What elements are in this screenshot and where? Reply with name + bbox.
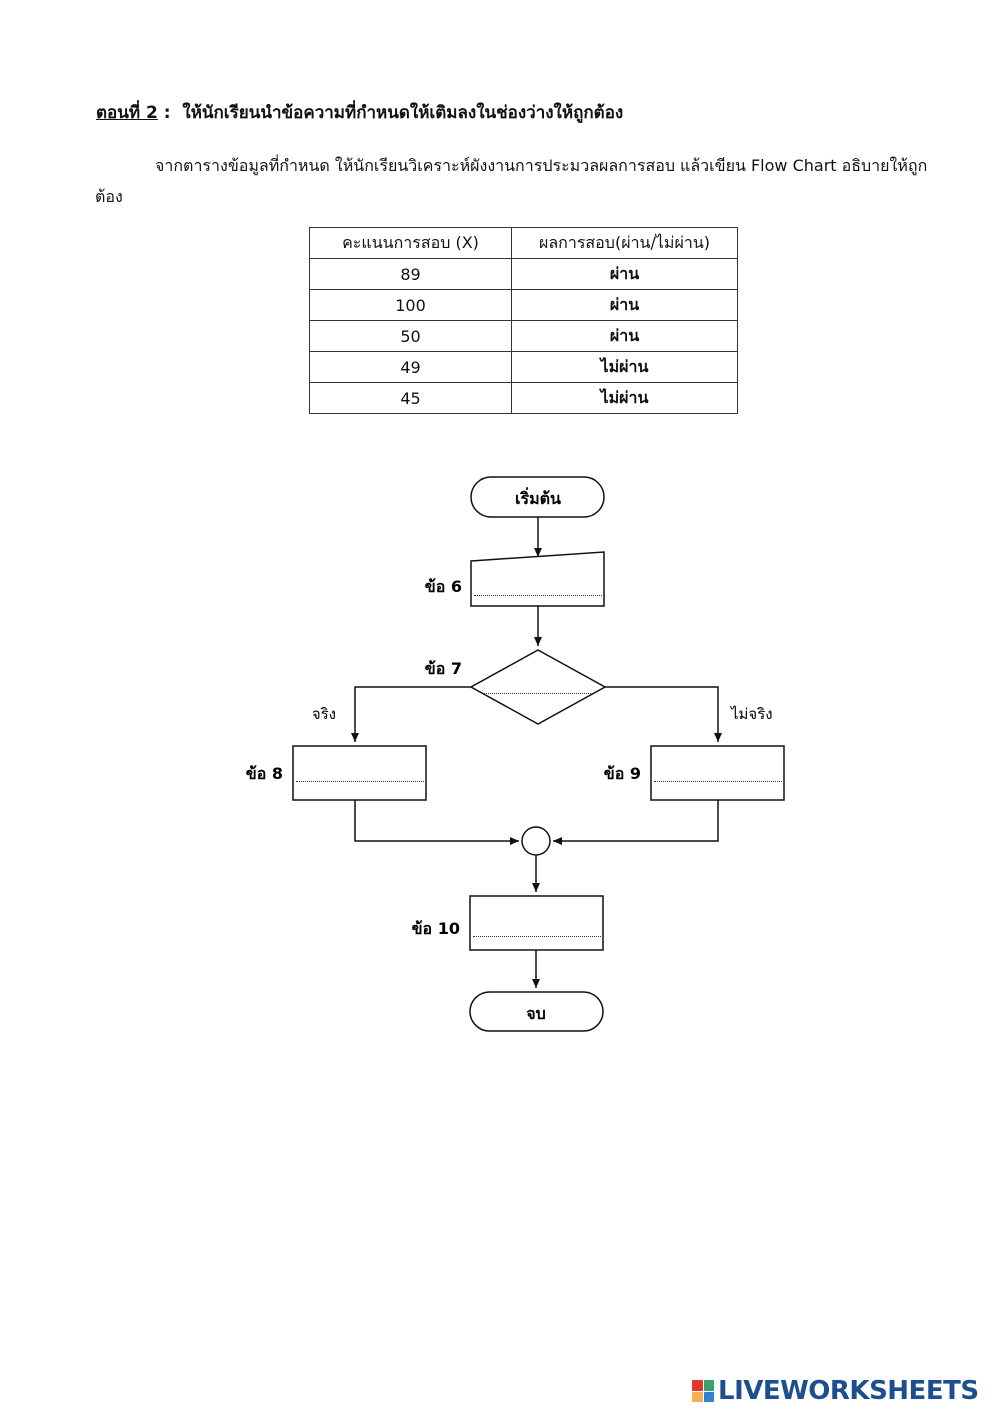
table-row: 45 ไม่ผ่าน xyxy=(309,382,738,414)
arrow-q9-to-merge xyxy=(553,800,719,845)
result-cell: ผ่าน xyxy=(511,320,738,352)
q7-answer-input[interactable] xyxy=(483,676,593,694)
table-row: 50 ผ่าน xyxy=(309,320,738,352)
q6-answer-input[interactable] xyxy=(474,578,602,596)
arrow-true-branch xyxy=(351,686,471,742)
part-label: ตอนที่ 2 xyxy=(96,103,158,123)
instruction-text: จากตารางข้อมูลที่กำหนด ให้นักเรียนวิเครา… xyxy=(95,156,928,206)
score-table: คะแนนการสอบ (X) ผลการสอบ(ผ่าน/ไม่ผ่าน) 8… xyxy=(309,227,738,414)
score-cell: 49 xyxy=(309,351,512,383)
end-terminator xyxy=(469,991,604,1032)
score-cell: 100 xyxy=(309,289,512,321)
q8-label: ข้อ 8 xyxy=(246,764,283,783)
q6-label: ข้อ 6 xyxy=(425,577,462,596)
section-heading: ตอนที่ 2 : ให้นักเรียนนำข้อความที่กำหนดใ… xyxy=(96,99,623,126)
score-cell: 89 xyxy=(309,258,512,290)
table-row: 49 ไม่ผ่าน xyxy=(309,351,738,383)
start-label: เริ่มต้น xyxy=(515,487,561,508)
logo-mark-icon xyxy=(692,1380,714,1402)
heading-separator: : xyxy=(157,103,183,123)
score-column-header: คะแนนการสอบ (X) xyxy=(309,227,512,259)
table-row: 89 ผ่าน xyxy=(309,258,738,290)
arrow-q8-to-merge xyxy=(354,800,519,845)
score-cell: 45 xyxy=(309,382,512,414)
score-cell: 50 xyxy=(309,320,512,352)
q10-label: ข้อ 10 xyxy=(412,919,460,938)
result-cell: ไม่ผ่าน xyxy=(511,382,738,414)
q9-label: ข้อ 9 xyxy=(604,764,641,783)
q8-answer-input[interactable] xyxy=(296,764,424,782)
end-label: จบ xyxy=(526,1004,546,1023)
result-cell: ผ่าน xyxy=(511,258,738,290)
instruction-title: ให้นักเรียนนำข้อความที่กำหนดให้เติมลงในช… xyxy=(182,103,624,123)
false-label: ไม่จริง xyxy=(730,705,773,723)
arrow-false-branch xyxy=(605,686,722,742)
liveworksheets-logo: LIVEWORKSHEETS xyxy=(692,1376,979,1406)
true-label: จริง xyxy=(312,705,336,723)
q7-label: ข้อ 7 xyxy=(425,659,462,678)
brand-name: LIVEWORKSHEETS xyxy=(718,1376,979,1406)
q9-answer-input[interactable] xyxy=(654,764,782,782)
merge-connector xyxy=(521,826,551,856)
q10-answer-input[interactable] xyxy=(473,919,601,937)
